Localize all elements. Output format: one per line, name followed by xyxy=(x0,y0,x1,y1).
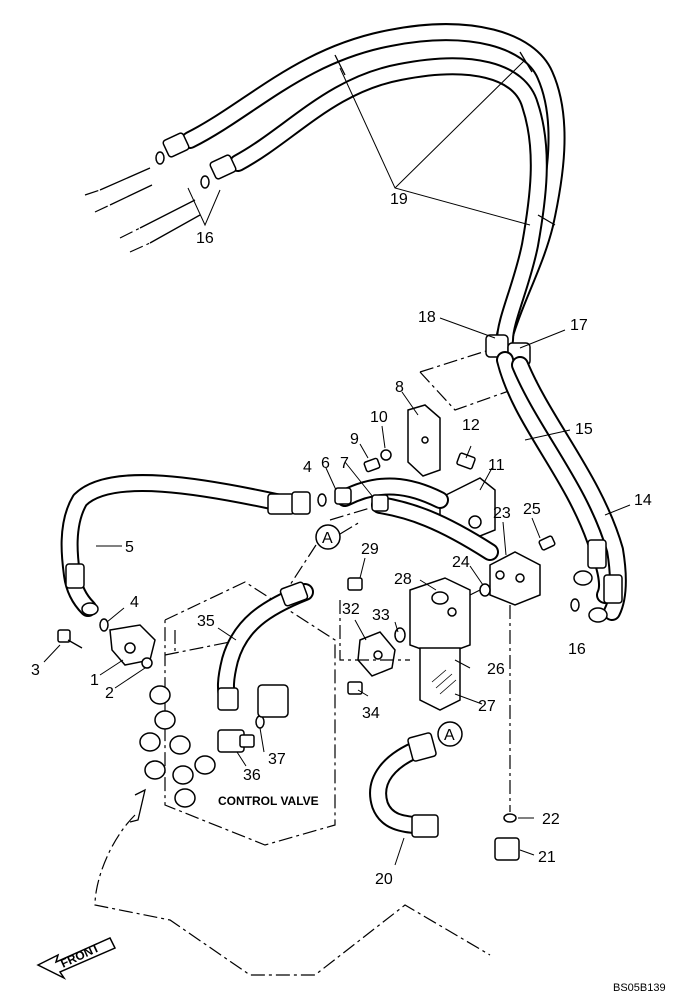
front-arrow: FRONT xyxy=(36,937,117,980)
pipe-6-7 xyxy=(325,461,499,561)
callout-2: 2 xyxy=(105,685,114,702)
callout-16-lower: 16 xyxy=(568,641,586,658)
leader-16-upper xyxy=(187,187,221,227)
callout-15: 15 xyxy=(575,421,593,438)
callout-12: 12 xyxy=(462,417,480,434)
callout-35: 35 xyxy=(197,613,215,630)
callout-20: 20 xyxy=(375,871,393,888)
control-valve-ports xyxy=(129,685,216,823)
elbow-36 xyxy=(217,684,289,767)
callout-17: 17 xyxy=(570,317,588,334)
routing-line-lower xyxy=(94,814,491,976)
flange-1 xyxy=(43,607,156,689)
callouts: 1 2 3 4 4 5 6 7 8 9 10 11 12 14 15 16 16… xyxy=(31,191,652,888)
callout-34: 34 xyxy=(362,705,380,722)
hose-5 xyxy=(60,474,327,617)
callout-5: 5 xyxy=(125,539,134,556)
callout-11: 11 xyxy=(488,457,505,474)
callout-33: 33 xyxy=(372,607,390,624)
callout-16-upper: 16 xyxy=(196,230,214,247)
elbow-21 xyxy=(494,813,535,861)
callout-36: 36 xyxy=(243,767,261,784)
callout-26: 26 xyxy=(487,661,505,678)
callout-14: 14 xyxy=(634,492,652,509)
hose-35 xyxy=(216,581,314,711)
callout-1: 1 xyxy=(90,672,99,689)
ref-a-upper-label: A xyxy=(322,530,333,547)
ref-a-lower-label: A xyxy=(444,727,455,744)
filter-block-26 xyxy=(409,577,491,711)
callout-19: 19 xyxy=(390,191,408,208)
ref-a-upper: A xyxy=(289,521,361,586)
callout-28: 28 xyxy=(394,571,412,588)
callout-29: 29 xyxy=(361,541,379,558)
hose-20: A xyxy=(369,721,463,866)
callout-24: 24 xyxy=(452,554,470,571)
callout-25: 25 xyxy=(523,501,541,518)
callout-10: 10 xyxy=(370,409,388,426)
callout-27: 27 xyxy=(478,698,496,715)
callout-8: 8 xyxy=(395,379,404,396)
callout-37: 37 xyxy=(268,751,286,768)
bracket-8 xyxy=(359,391,441,477)
callout-23: 23 xyxy=(493,505,511,522)
callout-3: 3 xyxy=(31,662,40,679)
callout-7: 7 xyxy=(340,455,349,472)
control-valve-label: CONTROL VALVE xyxy=(218,794,319,808)
callout-32: 32 xyxy=(342,601,360,618)
callout-9: 9 xyxy=(350,431,359,448)
callout-4-upper: 4 xyxy=(303,459,312,476)
plate-32 xyxy=(339,557,410,697)
callout-22: 22 xyxy=(542,811,560,828)
hose-19-pair xyxy=(84,23,566,349)
callout-21: 21 xyxy=(538,849,556,866)
callout-6: 6 xyxy=(321,455,330,472)
callout-4-lower: 4 xyxy=(130,594,139,611)
valve-block-23 xyxy=(469,517,556,812)
front-label: FRONT xyxy=(58,940,102,970)
drawing-code: BS05B139 xyxy=(613,982,666,994)
hose-14-15 xyxy=(496,351,631,623)
leader-19 xyxy=(339,59,531,226)
callout-18: 18 xyxy=(418,309,436,326)
